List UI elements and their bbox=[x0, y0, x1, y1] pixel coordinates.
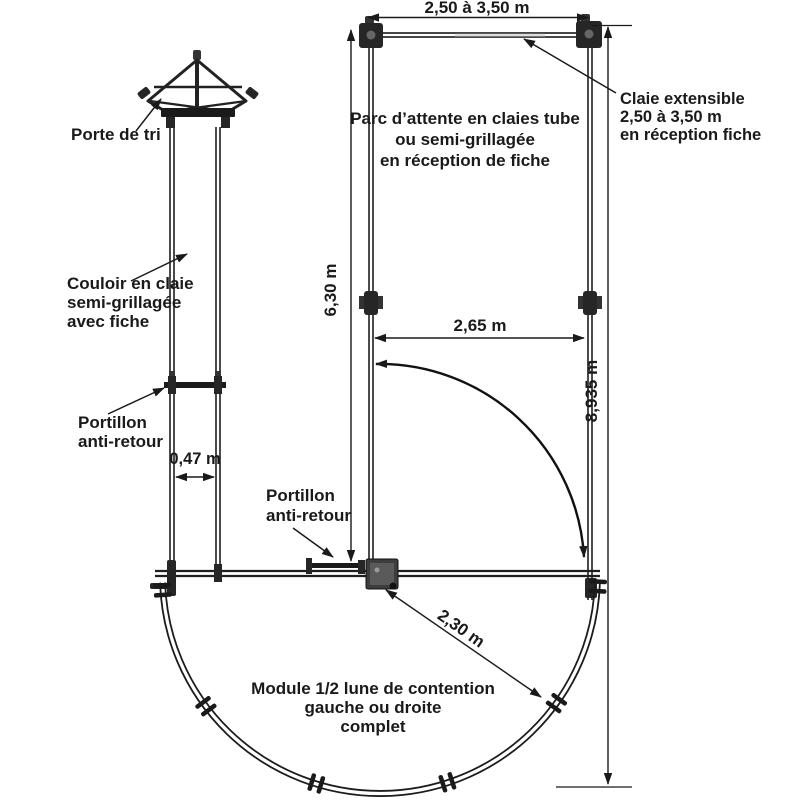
claie-extensible-label-line3: en réception fiche bbox=[620, 126, 761, 144]
module-label-line3: complet bbox=[340, 717, 406, 736]
parc-attente-label-line2: ou semi-grillagée bbox=[395, 130, 535, 149]
corridor-structure bbox=[169, 127, 221, 572]
arc-clamp bbox=[588, 579, 607, 594]
arc-clamp bbox=[195, 695, 217, 717]
leader-portillon-couloir bbox=[107, 387, 165, 415]
dim-total-height-label: 8,935 m bbox=[582, 360, 601, 422]
pivot-hub bbox=[365, 558, 399, 590]
half-moon-arc bbox=[153, 579, 607, 797]
portillon-module-label-line2: anti-retour bbox=[266, 506, 351, 525]
wall-connector-right bbox=[578, 291, 602, 315]
portillon-couloir-label-line2: anti-retour bbox=[78, 432, 163, 451]
wall-connector-left bbox=[359, 291, 383, 315]
portillon-module-label-line1: Portillon bbox=[266, 486, 335, 505]
parc-attente-label-line1: Parc d’attente en claies tube bbox=[350, 109, 580, 128]
bottom-rail bbox=[150, 558, 600, 598]
couloir-label-line3: avec fiche bbox=[67, 312, 149, 331]
porte-de-tri-label: Porte de tri bbox=[71, 125, 161, 144]
leader-couloir bbox=[130, 253, 188, 282]
dim-pen-width-label: 2,65 m bbox=[454, 316, 507, 335]
claie-extensible-label-line1: Claie extensible bbox=[620, 90, 745, 108]
module-label-line2: gauche ou droite bbox=[305, 698, 442, 717]
portillon-couloir-label-line1: Portillon bbox=[78, 413, 147, 432]
dim-pen-height-label: 6,30 m bbox=[321, 264, 340, 317]
dim-line-radius bbox=[385, 589, 542, 698]
leader-portillon-module bbox=[292, 527, 334, 558]
waiting-pen-structure bbox=[359, 14, 602, 600]
leader-claie-extensible bbox=[523, 38, 617, 94]
parc-attente-label-line3: en réception de fiche bbox=[380, 151, 550, 170]
corridor-backstop-gate bbox=[164, 371, 226, 394]
couloir-label-line2: semi-grillagée bbox=[67, 293, 181, 312]
claie-extensible-label-line2: 2,50 à 3,50 m bbox=[620, 108, 722, 126]
arc-clamp bbox=[307, 773, 326, 794]
telescoping-rail-section bbox=[455, 33, 545, 37]
dim-top-label: 2,50 à 3,50 m bbox=[425, 0, 530, 17]
gate-swing-arc bbox=[375, 359, 588, 558]
leader-porte-de-tri bbox=[135, 98, 162, 132]
arc-clamp bbox=[438, 772, 457, 793]
arc-clamp bbox=[153, 582, 172, 598]
module-label-line1: Module 1/2 lune de contention bbox=[251, 679, 495, 698]
arc-clamp bbox=[545, 692, 568, 714]
dim-corridor-width-label: 0,47 m bbox=[169, 450, 220, 468]
couloir-label-line1: Couloir en claie bbox=[67, 274, 194, 293]
rail-backstop-gate bbox=[306, 558, 365, 574]
sorting-gate bbox=[137, 50, 259, 128]
